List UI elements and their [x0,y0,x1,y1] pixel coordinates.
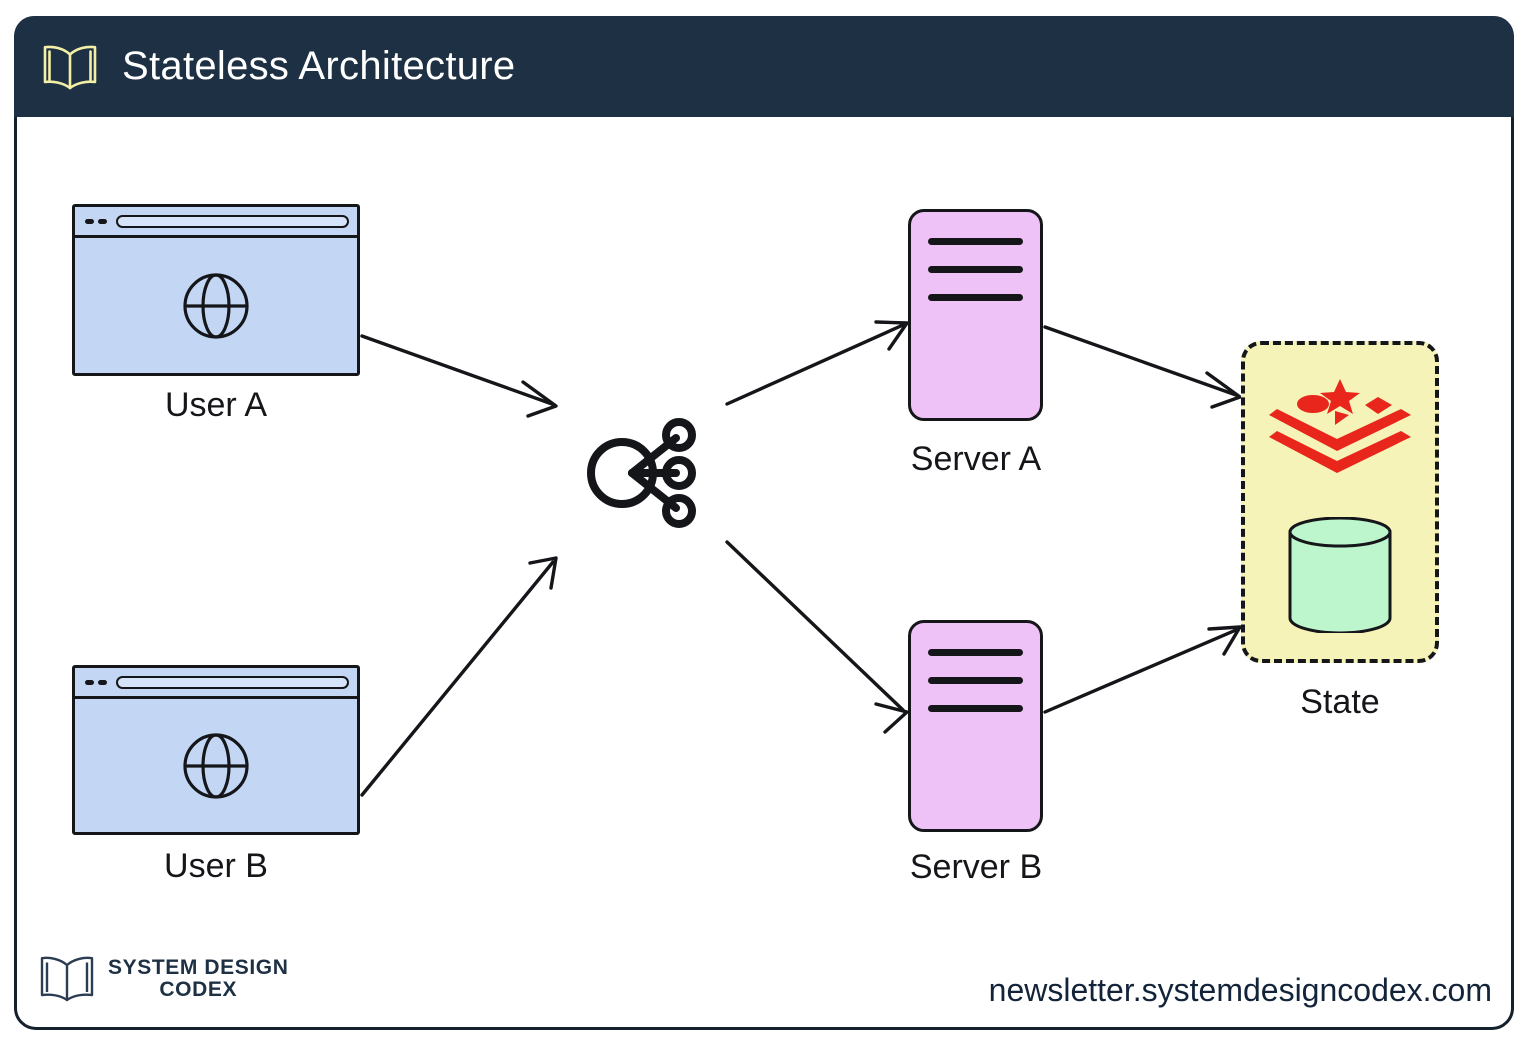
database-cylinder-icon [1288,517,1392,633]
browser-url-bar[interactable] [116,214,349,228]
browser-titlebar [75,668,357,699]
server-line [927,294,1024,301]
server-line [927,266,1024,273]
state-store[interactable] [1241,341,1439,663]
label-user-b: User B [164,847,268,885]
open-book-icon [40,956,94,1002]
newsletter-url[interactable]: newsletter.systemdesigncodex.com [988,972,1492,1008]
redis-logo-icon [1269,379,1411,473]
label-user-a: User A [164,386,268,424]
browser-url-bar[interactable] [116,675,349,689]
server-line [927,705,1024,712]
brand-logo: SYSTEM DESIGN CODEX [36,952,289,1006]
server-line [927,649,1024,656]
load-balancer-icon[interactable] [580,413,700,533]
window-controls-icon [85,679,107,685]
header-title: Stateless Architecture [122,44,516,88]
browser-viewport [75,238,357,373]
server-line [927,677,1024,684]
server-b[interactable] [908,620,1043,832]
browser-viewport [75,699,357,832]
brand-wordmark: SYSTEM DESIGN CODEX [108,957,289,1001]
globe-icon [183,272,249,339]
open-book-icon [43,45,97,89]
label-state: State [1300,683,1380,721]
label-server-b: Server B [909,848,1043,886]
brand-line-1: SYSTEM DESIGN [108,956,289,980]
browser-window-user-b[interactable] [72,665,360,835]
browser-titlebar [75,207,357,238]
label-server-a: Server A [910,440,1042,478]
browser-window-user-a[interactable] [72,204,360,376]
globe-icon [183,732,249,799]
server-a[interactable] [908,209,1043,421]
server-line [927,238,1024,245]
header-bar: Stateless Architecture [14,16,1514,117]
window-controls-icon [85,218,107,224]
brand-line-2: CODEX [159,978,238,1001]
